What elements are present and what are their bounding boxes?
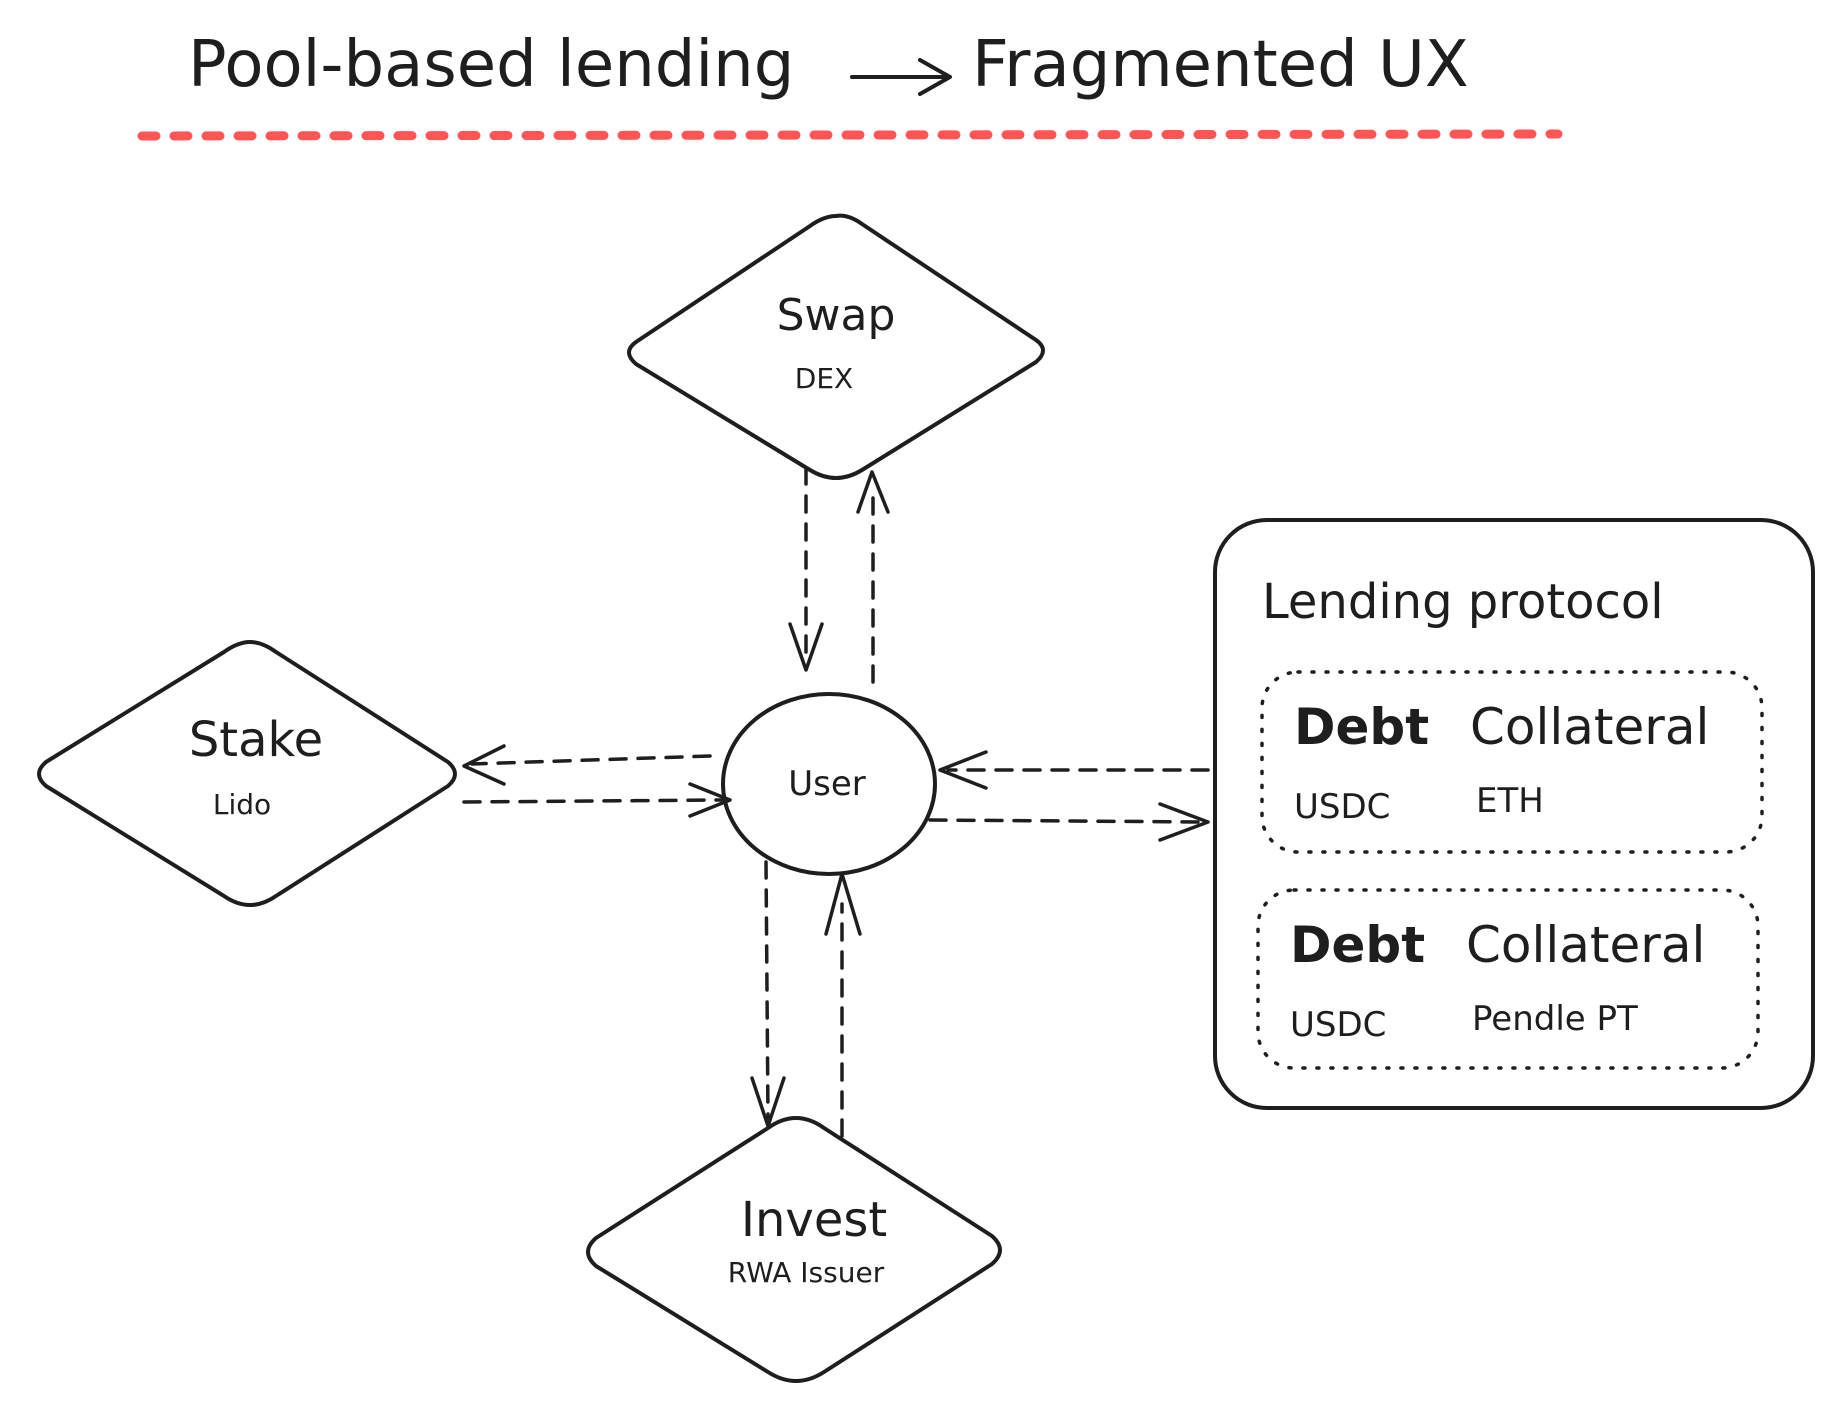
stake-node[interactable]: Stake Lido bbox=[37, 640, 457, 907]
debt-asset: USDC bbox=[1290, 1005, 1386, 1045]
debt-header: Debt bbox=[1294, 698, 1429, 756]
swap-node[interactable]: Swap DEX bbox=[627, 213, 1045, 480]
title-left: Pool-based lending bbox=[188, 28, 794, 102]
stake-label: Stake bbox=[189, 712, 323, 768]
user-node[interactable]: User bbox=[721, 692, 937, 876]
market-card[interactable]: Debt Collateral USDC ETH bbox=[1260, 670, 1764, 854]
arrow-lending-to-user bbox=[938, 750, 1210, 790]
swap-label: Swap bbox=[777, 290, 896, 341]
arrow-user-to-invest bbox=[750, 860, 786, 1128]
collateral-header: Collateral bbox=[1466, 916, 1705, 974]
title-underline bbox=[137, 129, 1563, 141]
invest-label: Invest bbox=[741, 1192, 887, 1248]
collateral-asset: Pendle PT bbox=[1472, 999, 1638, 1039]
arrow-user-to-lending bbox=[928, 802, 1210, 842]
invest-sublabel: RWA Issuer bbox=[728, 1256, 885, 1289]
market-card[interactable]: Debt Collateral USDC Pendle PT bbox=[1256, 888, 1760, 1070]
debt-header: Debt bbox=[1290, 916, 1425, 974]
title-arrow-icon bbox=[850, 58, 952, 96]
lending-protocol-box[interactable]: Lending protocol Debt Collateral USDC ET… bbox=[1213, 518, 1815, 1110]
debt-asset: USDC bbox=[1294, 787, 1390, 827]
arrow-user-to-stake bbox=[462, 744, 712, 786]
swap-sublabel: DEX bbox=[795, 362, 853, 395]
title-right: Fragmented UX bbox=[972, 28, 1469, 102]
arrow-user-to-swap bbox=[856, 470, 890, 684]
arrow-swap-to-user bbox=[788, 466, 824, 672]
collateral-asset: ETH bbox=[1476, 781, 1544, 821]
arrow-stake-to-user bbox=[462, 782, 732, 818]
arrow-invest-to-user bbox=[824, 872, 862, 1138]
user-label: User bbox=[788, 764, 866, 804]
lending-title: Lending protocol bbox=[1262, 574, 1664, 630]
invest-node[interactable]: Invest RWA Issuer bbox=[586, 1116, 1002, 1383]
collateral-header: Collateral bbox=[1470, 698, 1709, 756]
stake-sublabel: Lido bbox=[213, 788, 271, 821]
